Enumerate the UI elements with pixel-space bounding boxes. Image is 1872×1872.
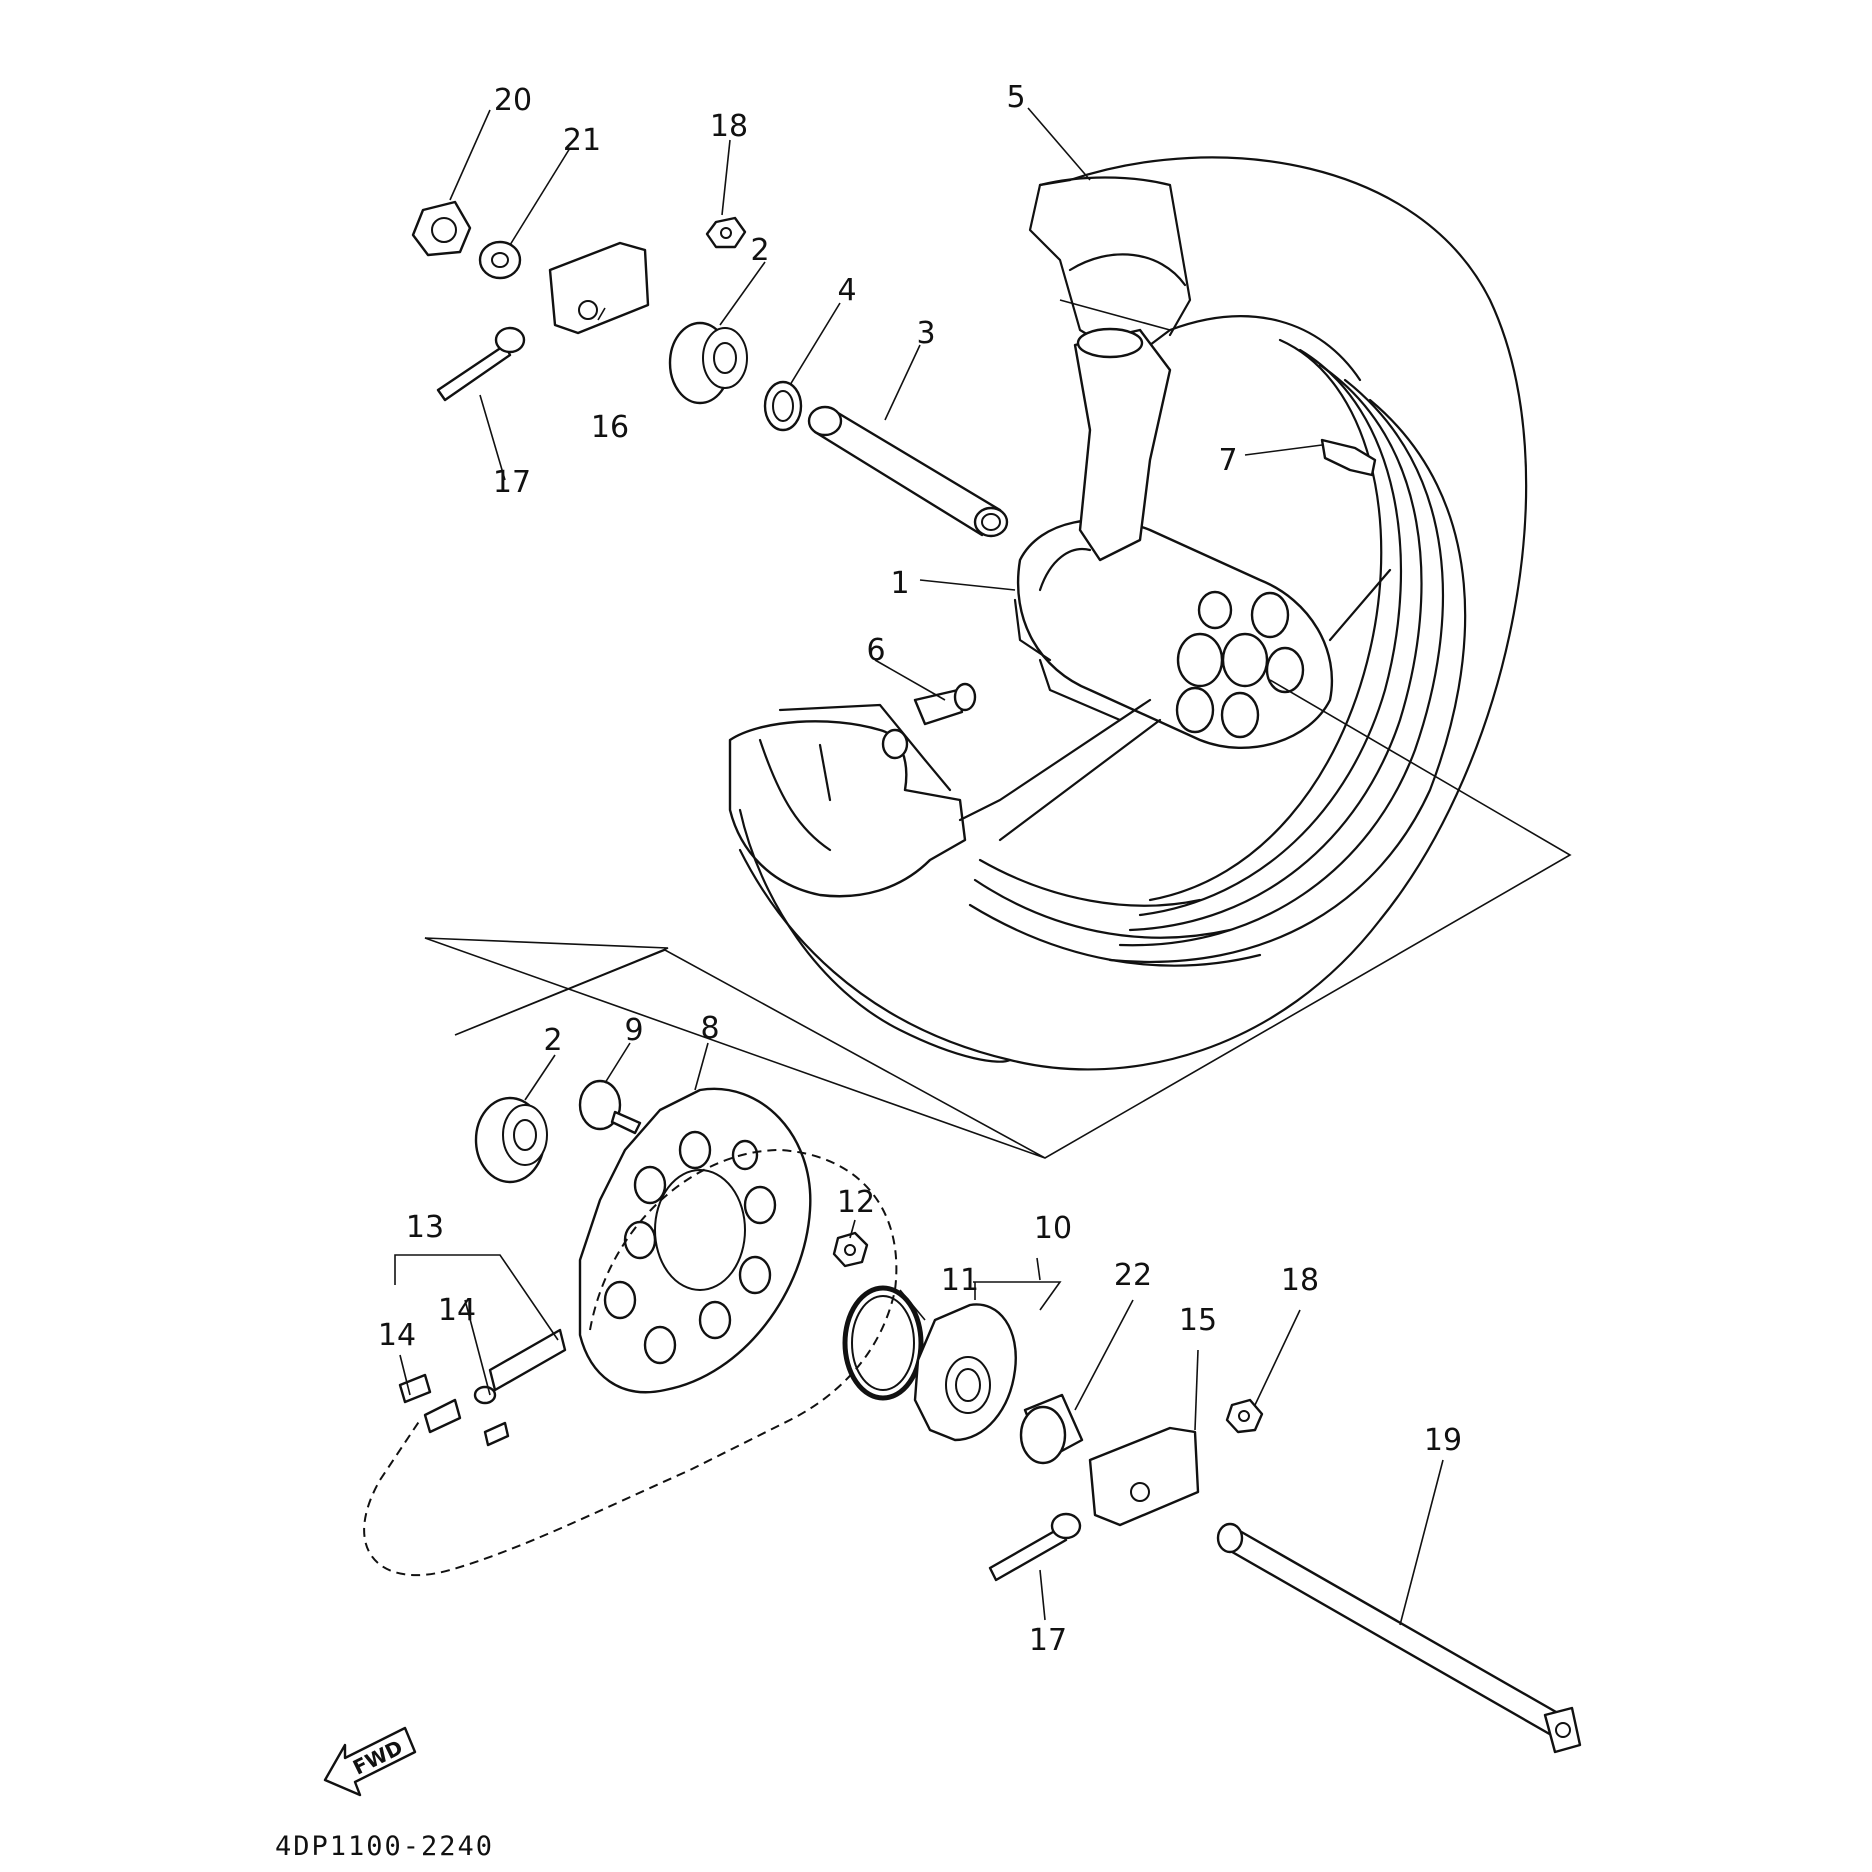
callout-11: 11 [941, 1263, 979, 1298]
callout-9: 9 [624, 1013, 643, 1048]
callout-2-lower: 2 [543, 1023, 562, 1058]
callout-8: 8 [700, 1011, 719, 1046]
adjusting-bolt-top [436, 326, 526, 402]
callout-18-right: 18 [1281, 1263, 1319, 1298]
washer [478, 240, 522, 280]
callout-22: 22 [1114, 1258, 1152, 1293]
sprocket [578, 1087, 812, 1394]
callout-19: 19 [1424, 1423, 1462, 1458]
balance-weight [1320, 438, 1377, 477]
callout-17-lower: 17 [1029, 1623, 1067, 1658]
callout-4: 4 [837, 273, 856, 308]
bearing-top [668, 321, 748, 405]
part-code: 4DP1100-2240 [275, 1831, 494, 1862]
sprocket-bolt [578, 1079, 642, 1135]
callout-14-right: 14 [438, 1293, 476, 1328]
callout-17-top: 17 [493, 465, 531, 500]
callout-1: 1 [890, 566, 909, 601]
rear-wheel-tire [728, 156, 1528, 1071]
oil-seal-inner [772, 390, 794, 422]
callout-21: 21 [563, 123, 601, 158]
chain-puller-left [548, 241, 650, 335]
callout-18-top: 18 [710, 109, 748, 144]
callout-labels: 20 21 18 2 4 3 5 7 1 6 16 17 2 9 8 12 10… [378, 80, 1462, 1658]
callout-20: 20 [494, 83, 532, 118]
callout-6: 6 [866, 633, 885, 668]
forward-direction-arrow: FWD [323, 1726, 417, 1797]
callout-10: 10 [1034, 1211, 1072, 1246]
collar-right [1019, 1393, 1084, 1465]
callout-16: 16 [591, 410, 629, 445]
wheel-axle [1216, 1522, 1582, 1754]
callout-12: 12 [837, 1185, 875, 1220]
callout-7: 7 [1218, 443, 1237, 478]
nut-right [1225, 1398, 1264, 1434]
chain-joint [398, 1328, 567, 1447]
wheel-hub [958, 327, 1392, 842]
leader-lines [394, 107, 1444, 1626]
callout-5: 5 [1006, 80, 1025, 115]
chain-puller-right [1088, 1426, 1200, 1527]
callout-13: 13 [406, 1210, 444, 1245]
nut-top [705, 216, 747, 249]
o-ring [842, 1285, 924, 1401]
sprocket-nut [832, 1231, 869, 1268]
callout-15: 15 [1179, 1303, 1217, 1338]
callout-2-top: 2 [750, 233, 769, 268]
clutch-hub [913, 1303, 1017, 1442]
axle-nut [411, 200, 472, 257]
hub-guide-lines [424, 679, 1572, 1159]
callout-14-left: 14 [378, 1318, 416, 1353]
bearing-lower [474, 1096, 548, 1184]
tire-valve [881, 682, 977, 760]
callout-3: 3 [916, 316, 935, 351]
adjusting-bolt-lower [988, 1512, 1082, 1582]
collar [807, 405, 1009, 538]
